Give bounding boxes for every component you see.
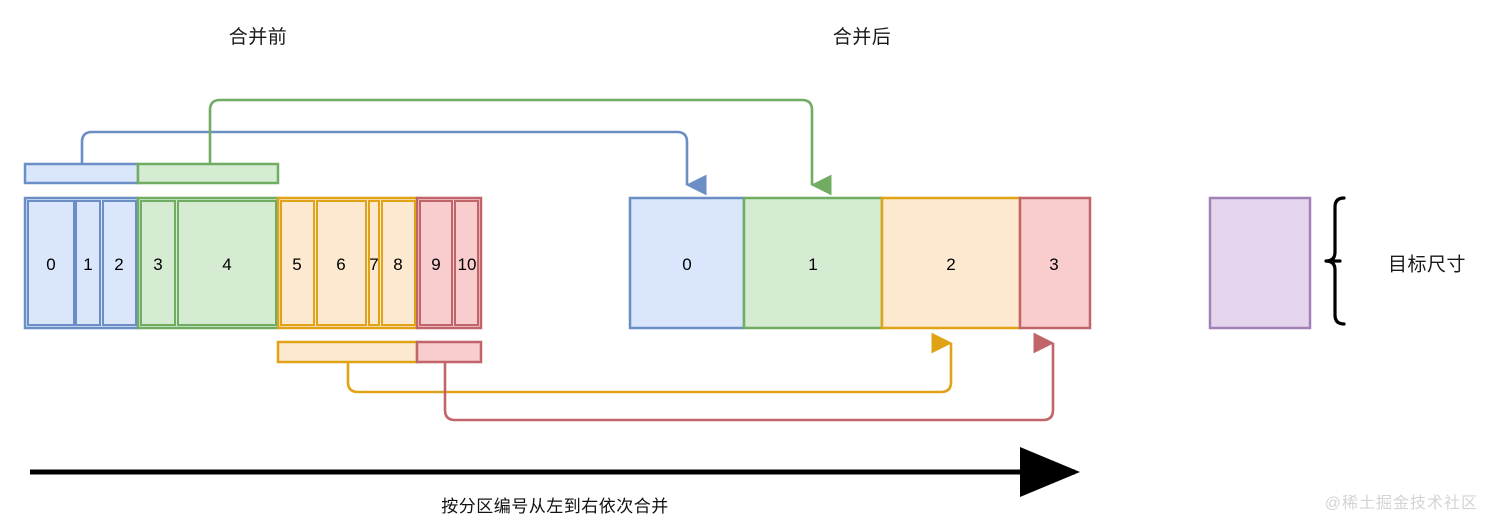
before-cell-label-7: 7 (369, 255, 379, 274)
heading-before: 合并前 (228, 27, 288, 48)
connector-red-path (443, 332, 1055, 422)
summary-bar-red (415, 340, 483, 364)
before-cell-label-10: 10 (457, 255, 477, 274)
before-cell-label-8: 8 (393, 255, 403, 274)
after-cell-0 (628, 196, 746, 330)
before-bar (23, 196, 483, 330)
before-cell-10 (454, 200, 479, 326)
before-cell-label-3: 3 (153, 255, 163, 274)
before-cell-label-2: 2 (114, 255, 124, 274)
before-cell-label-0: 0 (46, 255, 56, 274)
before-cell-2 (102, 200, 137, 326)
summary-bar-green (136, 162, 280, 185)
before-cell-label-1: 1 (83, 255, 93, 274)
summary-bars-bottom (276, 340, 483, 364)
connector-orange-path (346, 332, 953, 394)
before-cell-5 (280, 200, 315, 326)
heading-after: 合并后 (832, 27, 892, 48)
before-cell-label-9: 9 (431, 255, 441, 274)
target-size-label: 目标尺寸 (1388, 254, 1467, 276)
before-cell-7 (368, 200, 380, 326)
target-size-brace (1324, 196, 1346, 326)
before-cell-3 (140, 200, 176, 326)
target-size-box (1208, 196, 1312, 330)
summary-bar-blue (23, 162, 140, 185)
after-cell-label-0: 0 (682, 255, 692, 274)
before-cell-6 (316, 200, 367, 326)
after-cell-label-3: 3 (1049, 255, 1059, 274)
before-cell-label-4: 4 (222, 255, 232, 274)
before-cell-8 (381, 200, 416, 326)
after-bar (628, 196, 1092, 330)
after-cell-label-1: 1 (808, 255, 818, 274)
connector-blue-path (80, 130, 707, 196)
before-cell-0 (27, 200, 75, 326)
after-cell-3 (1018, 196, 1092, 330)
before-cell-label-6: 6 (336, 255, 346, 274)
watermark: @稀土掘金技术社区 (1324, 495, 1478, 512)
before-cell-4 (177, 200, 277, 326)
before-cell-1 (75, 200, 101, 326)
connector-green-path (208, 98, 832, 196)
before-cell-label-5: 5 (292, 255, 302, 274)
after-cell-2 (880, 196, 1022, 330)
after-cell-label-2: 2 (946, 255, 956, 274)
before-cell-9 (419, 200, 453, 326)
direction-caption: 按分区编号从左到右依次合并 (441, 497, 669, 516)
summary-bar-orange (276, 340, 419, 364)
summary-bars-top (23, 162, 280, 185)
